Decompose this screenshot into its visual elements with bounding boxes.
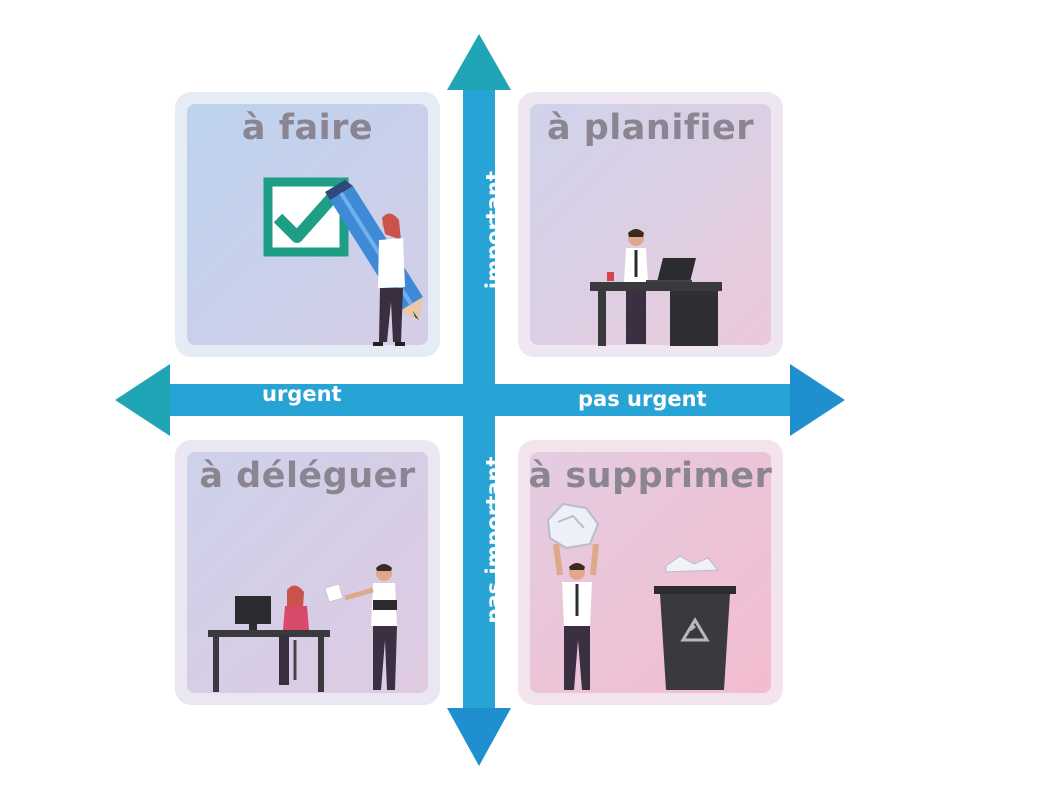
recycle-icon xyxy=(680,617,710,642)
quadrant-do-title: à faire xyxy=(241,108,374,148)
quadrant-plan-panel xyxy=(530,104,771,345)
plan-illustration xyxy=(590,229,722,346)
arrow-down xyxy=(447,708,511,766)
axis-label-important: important xyxy=(482,170,506,290)
desk xyxy=(590,282,722,346)
desk xyxy=(208,630,330,692)
quadrant-plan-title: à planifier xyxy=(546,108,755,148)
man-standing xyxy=(344,564,397,690)
computer-monitor-icon xyxy=(235,596,271,632)
quadrant-plan: à planifier xyxy=(518,92,783,357)
axis-label-pas-important: pas important xyxy=(482,456,506,624)
arrow-left xyxy=(115,364,170,436)
axis-label-urgent: urgent xyxy=(262,382,342,406)
vertical-axis xyxy=(447,34,511,766)
quadrant-delegate: à déléguer xyxy=(175,440,440,705)
axis-label-pas-urgent: pas urgent xyxy=(578,387,707,411)
man-throwing xyxy=(553,543,599,690)
trash-bin-icon xyxy=(654,555,736,690)
arrow-right xyxy=(790,364,845,436)
delegate-illustration xyxy=(208,564,397,692)
quadrant-delete: à supprimer xyxy=(518,440,783,705)
man-at-desk xyxy=(624,229,648,344)
woman-figure xyxy=(373,213,405,346)
do-illustration xyxy=(263,177,423,346)
quadrant-delegate-title: à déléguer xyxy=(199,456,416,496)
mug xyxy=(607,272,614,281)
quadrant-delete-title: à supprimer xyxy=(528,456,773,496)
woman-seated xyxy=(279,585,309,685)
crumpled-paper-icon xyxy=(546,502,600,550)
arrow-up xyxy=(447,34,511,90)
quadrant-do: à faire xyxy=(175,92,440,357)
delete-illustration xyxy=(546,502,736,690)
paper-icon xyxy=(324,583,344,603)
